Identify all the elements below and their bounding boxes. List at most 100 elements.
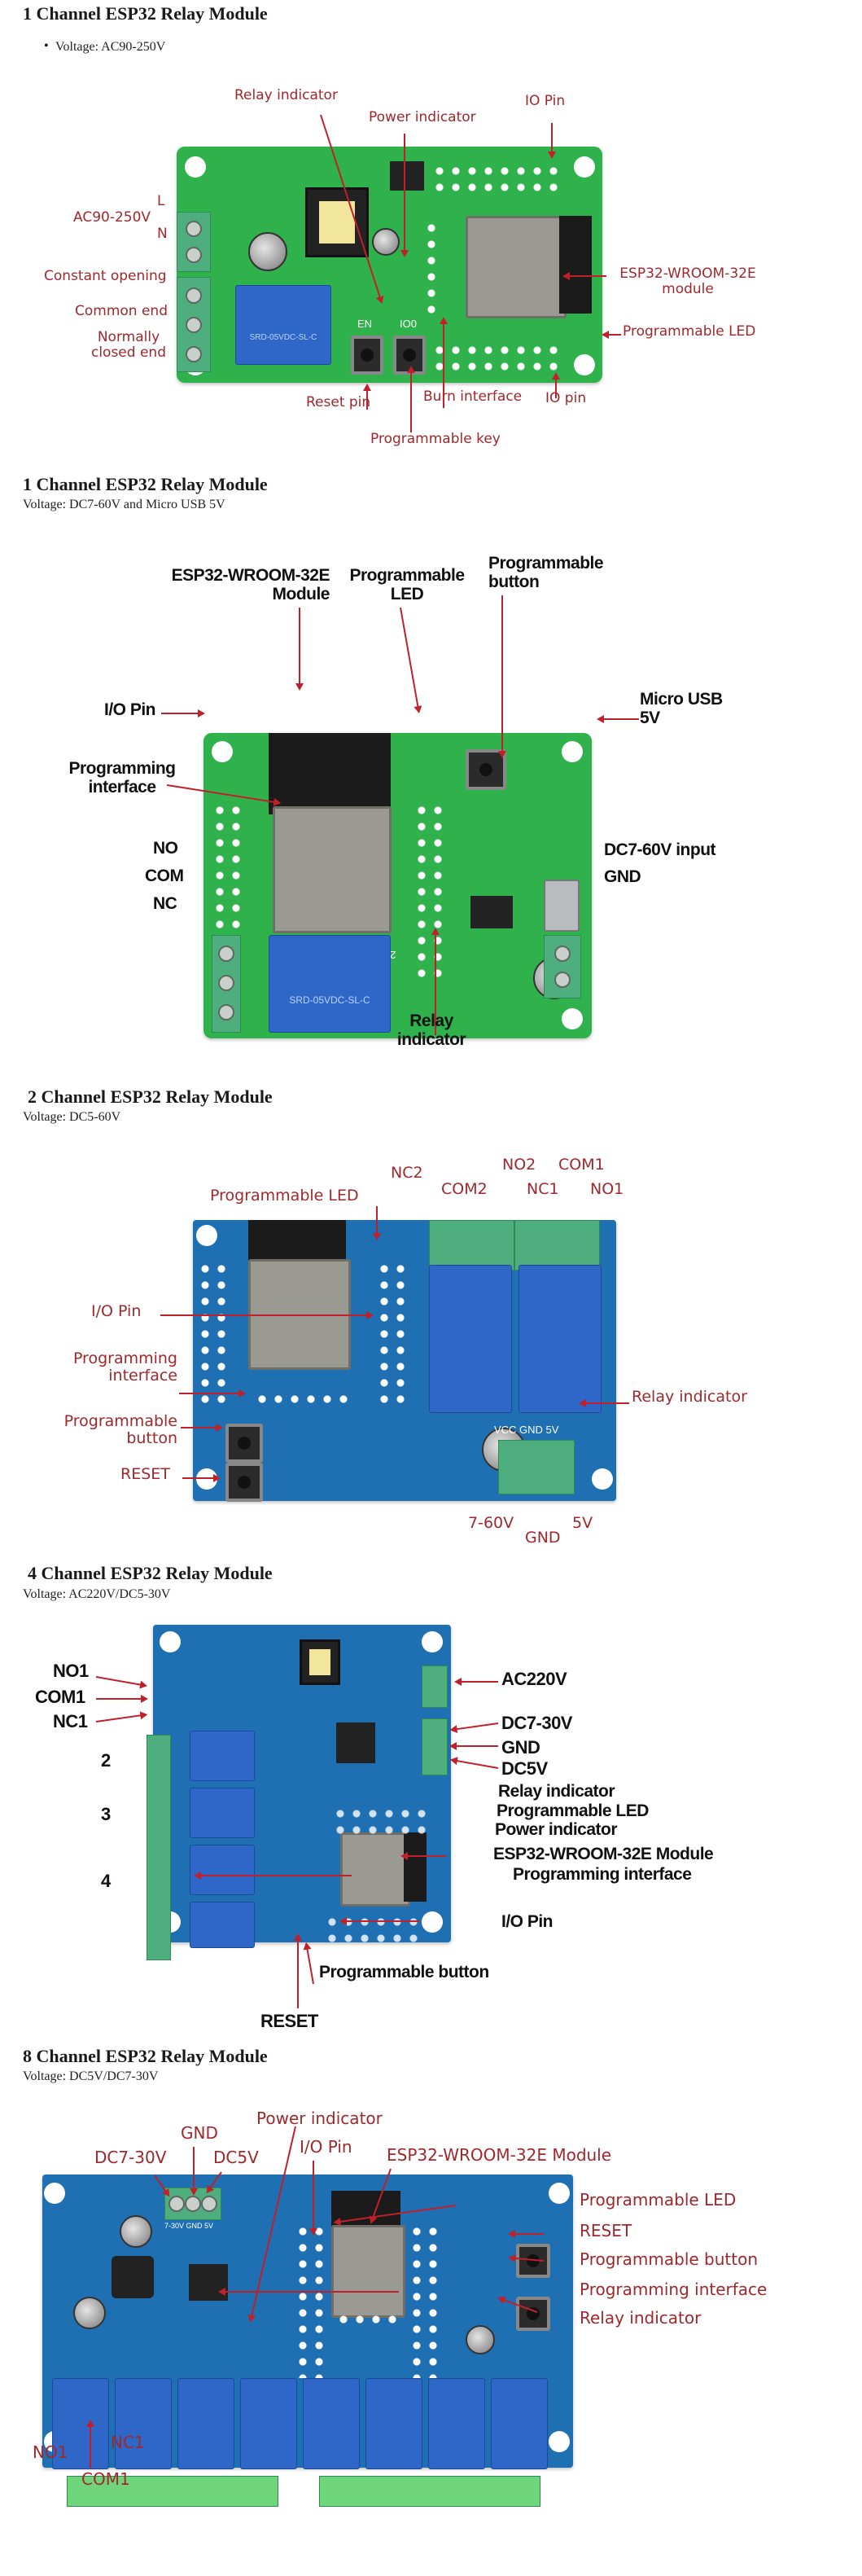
label-ac220v: AC220V [501, 1669, 567, 1689]
label-channel-4: 4 [101, 1871, 111, 1891]
capacitor [372, 228, 400, 256]
label-line: module [662, 280, 714, 297]
section-2-voltage: Voltage: DC7-60V and Micro USB 5V [23, 498, 225, 511]
relay-terminal-block-right [319, 2476, 540, 2507]
label-programmable-led: Programmable LED [623, 323, 756, 340]
label-com1: COM1 [81, 2469, 130, 2489]
program-button[interactable] [225, 1424, 263, 1463]
label-no2: NO2 [502, 1156, 536, 1174]
arrow [555, 374, 557, 398]
section-2-title: 1 Channel ESP32 Relay Module [23, 474, 268, 494]
screw [554, 946, 571, 962]
program-button[interactable] [516, 2297, 550, 2331]
reset-button[interactable] [516, 2244, 550, 2278]
label-programmable-led: Programmable LED [497, 1801, 649, 1820]
label-line: Micro USB [640, 690, 723, 709]
arrow [376, 1206, 378, 1239]
relay-2 [429, 1265, 512, 1413]
label-line: button [488, 573, 540, 592]
arrow [402, 1855, 446, 1857]
label-programming-interface: Programming interface [57, 759, 187, 796]
silk-en: EN [357, 318, 373, 330]
label-line: closed end [90, 344, 166, 361]
micro-usb-port[interactable] [544, 880, 580, 932]
label-com2: COM2 [441, 1180, 488, 1198]
io-pin-header-right [409, 2223, 441, 2378]
screw [186, 317, 202, 333]
arrow [182, 1474, 221, 1482]
silk-power: 7-30V GND 5V [164, 2222, 214, 2230]
reset-button[interactable] [351, 336, 383, 375]
arrow [564, 275, 606, 277]
figure-8ch-relay: 7-30V GND 5V Power indicator GND DC7-30V… [0, 2101, 862, 2576]
arrow [510, 2233, 544, 2235]
label-programmable-button: Programmable button [580, 2249, 759, 2269]
relay-2 [190, 1788, 255, 1838]
label-relay-indicator: Relay indicator [632, 1388, 747, 1406]
relay: SRD-05VDC-SL-C [269, 935, 391, 1033]
screw [185, 2196, 201, 2212]
relay-terminal-block-left [67, 2476, 278, 2507]
screw [186, 221, 202, 237]
figure-4ch-relay: NO1 COM1 NC1 2 3 4 AC220V DC7-30V GND DC… [0, 1613, 862, 2036]
arrow [181, 1424, 223, 1432]
label-micro-usb: Micro USB 5V [640, 690, 723, 727]
reset-button[interactable] [225, 1463, 263, 1502]
relay-terminal [177, 277, 211, 372]
arrow [305, 1943, 314, 1985]
esp32-module [331, 2225, 405, 2318]
mount-hole [549, 2431, 570, 2452]
io-pin-header-left [295, 2223, 327, 2378]
screw [186, 346, 202, 362]
mount-hole [562, 741, 583, 762]
relay-8 [491, 2378, 548, 2469]
arrow [400, 607, 420, 713]
esp32-antenna [404, 1832, 427, 1902]
label-gnd: GND [604, 867, 641, 886]
label-relay-indicator: Relay indicator [580, 2308, 702, 2328]
label-no1: NO1 [53, 1661, 89, 1681]
io-pin-header-left [197, 1261, 230, 1407]
mount-hole [549, 2183, 570, 2204]
label-io-pin-top: IO Pin [525, 93, 566, 109]
label-com1: COM1 [558, 1156, 605, 1174]
relay-terminal [212, 935, 241, 1033]
label-burn-interface: Burn interface [423, 388, 523, 405]
capacitor [73, 2297, 106, 2329]
relay-4 [190, 1902, 255, 1948]
silk-io0: IO0 [400, 318, 417, 330]
programming-header [254, 1391, 352, 1407]
label-nc: NC [153, 894, 177, 913]
label-dc7-30v: DC7-30V [501, 1713, 572, 1733]
screw [218, 946, 234, 962]
pcb-board: VCC GND 5V [193, 1220, 616, 1502]
section-3-voltage: Voltage: DC5-60V [23, 1110, 121, 1124]
mount-hole [574, 354, 595, 375]
label-gnd: GND [525, 1529, 561, 1547]
power-terminal [498, 1440, 575, 1494]
label-reset: RESET [260, 2011, 318, 2031]
arrow [603, 334, 621, 336]
relay-terminals [147, 1735, 171, 1960]
relay-5 [303, 2378, 360, 2469]
screw [186, 287, 202, 304]
power-terminal [164, 2188, 221, 2220]
label-line: Relay [409, 1012, 453, 1030]
label-gnd: GND [181, 2123, 218, 2143]
label-programming-interface: Programming interface [513, 1865, 692, 1884]
label-dc5v: DC5V [501, 1758, 548, 1779]
label-reset: RESET [120, 1465, 170, 1483]
arrow [451, 1745, 498, 1747]
arrow [90, 2421, 91, 2468]
label-normally-closed: Normally closed end [88, 330, 169, 360]
esp32-antenna [248, 1220, 346, 1261]
mount-hole [212, 741, 233, 762]
program-button[interactable] [466, 749, 506, 790]
transformer [300, 1639, 340, 1685]
label-line: button [126, 1428, 177, 1447]
label-com1: COM1 [35, 1687, 85, 1707]
label-N: N [157, 226, 168, 242]
arrow [160, 1311, 374, 1319]
inductor [112, 2256, 154, 2298]
io-pin-header-top [431, 163, 562, 195]
